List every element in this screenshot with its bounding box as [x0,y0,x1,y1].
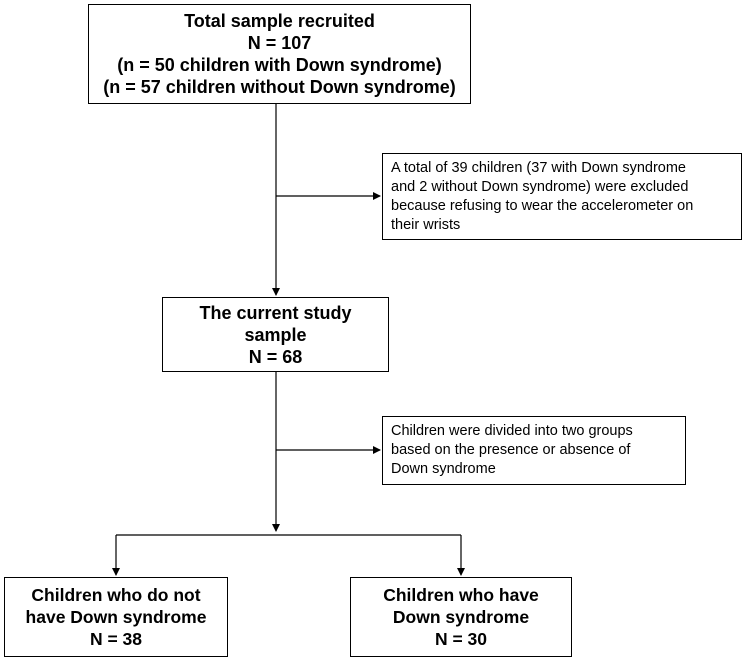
current-sample-line-1: The current study [199,302,352,323]
current-sample-line-2: sample [244,324,307,345]
division-box: Children were divided into two groups ba… [382,416,686,485]
group-ds-line-2: Down syndrome [392,607,530,627]
group-non-ds-box: Children who do not have Down syndrome N… [4,577,228,657]
group-non-ds-line-1: Children who do not [31,585,201,605]
group-non-ds-n: N = 38 [89,629,143,649]
division-line-2: based on the presence or absence of [391,442,631,458]
total-sample-ds: (n = 50 children with Down syndrome) [117,55,442,75]
total-sample-title: Total sample recruited [184,11,375,31]
total-sample-box: Total sample recruited N = 107 (n = 50 c… [88,4,471,104]
current-sample-box: The current study sample N = 68 [162,297,389,372]
current-sample-n: N = 68 [248,346,303,367]
exclusion-line-2: and 2 without Down syndrome) were exclud… [391,179,689,195]
division-line-1: Children were divided into two groups [391,423,633,439]
exclusion-line-1: A total of 39 children (37 with Down syn… [391,160,686,176]
total-sample-non-ds: (n = 57 children without Down syndrome) [103,77,456,97]
total-sample-n: N = 107 [247,33,312,53]
group-non-ds-line-2: have Down syndrome [25,607,207,627]
group-ds-n: N = 30 [434,629,488,649]
division-line-3: Down syndrome [391,461,496,477]
exclusion-box: A total of 39 children (37 with Down syn… [382,153,742,240]
group-ds-line-1: Children who have [383,585,539,605]
group-ds-box: Children who have Down syndrome N = 30 [350,577,572,657]
exclusion-line-3: because refusing to wear the acceleromet… [391,198,694,214]
exclusion-line-4: their wrists [391,217,461,233]
